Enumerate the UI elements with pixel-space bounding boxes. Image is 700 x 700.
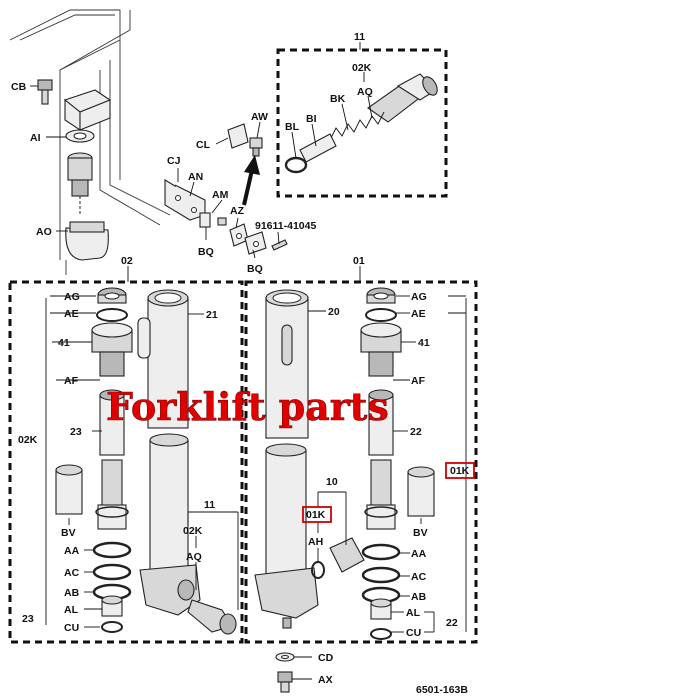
label-left-aq: AQ (186, 551, 202, 563)
chain-anchor (67, 152, 93, 215)
highlight-01k-right (445, 462, 475, 479)
label-bi: BI (306, 113, 317, 125)
label-left-af: AF (64, 375, 79, 387)
label-ao: AO (36, 226, 52, 238)
label-bk: BK (330, 93, 346, 105)
left-exploded-parts (55, 287, 133, 633)
label-an: AN (188, 171, 203, 183)
label-right-al: AL (406, 607, 421, 619)
part-number: 91611-41045 (255, 220, 316, 232)
watermark-text: Forklift parts (106, 384, 389, 429)
part-labels: CB AI AO CJ AN AM AZ BQ BQ CL AW 91611-4… (11, 31, 470, 696)
label-assembly-02: 02 (121, 255, 133, 267)
label-cd: CD (318, 652, 334, 664)
label-left-02k-valve: 02K (183, 525, 203, 537)
label-assembly-11-low: 11 (204, 499, 215, 511)
label-az: AZ (230, 205, 245, 217)
label-bl: BL (285, 121, 300, 133)
label-left-41: 41 (58, 337, 70, 349)
label-right-ab: AB (411, 591, 427, 603)
label-cj: CJ (167, 155, 181, 167)
label-right-ah: AH (308, 536, 323, 548)
label-right-ae: AE (411, 308, 426, 320)
label-aq-top: AQ (357, 86, 373, 98)
label-left-aa: AA (64, 545, 80, 557)
bottom-fasteners (275, 652, 295, 693)
label-ai: AI (30, 132, 41, 144)
mount-bracket (63, 89, 112, 132)
label-assembly-01: 01 (353, 255, 365, 267)
label-cl: CL (196, 139, 211, 151)
highlight-01k-valve (302, 506, 332, 523)
label-left-21: 21 (206, 309, 218, 321)
label-right-bv: BV (413, 527, 428, 539)
label-left-ac: AC (64, 567, 80, 579)
label-cb: CB (11, 81, 27, 93)
kit-11-frame (276, 48, 448, 198)
label-left-cu: CU (64, 622, 79, 634)
label-left-23: 23 (70, 426, 82, 438)
label-left-ab: AB (64, 587, 80, 599)
label-right-20: 20 (328, 306, 340, 318)
parts-cl-aw (227, 123, 263, 157)
label-right-ac: AC (411, 571, 427, 583)
label-bq-1: BQ (198, 246, 214, 258)
leader-lines (30, 42, 467, 680)
label-aw: AW (251, 111, 268, 123)
label-bq-2: BQ (247, 263, 263, 275)
label-right-01k-valve: 01K (306, 509, 326, 521)
label-right-22: 22 (410, 426, 422, 438)
small-parts (199, 212, 288, 255)
label-right-cu: CU (406, 627, 421, 639)
label-right-01k: 01K (450, 465, 470, 477)
label-left-ae: AE (64, 308, 79, 320)
left-cylinder-body (137, 289, 237, 635)
drawing-number: 6501-163B (416, 684, 468, 696)
label-right-22b: 22 (446, 617, 458, 629)
right-exploded-parts (360, 287, 435, 640)
label-right-aa: AA (411, 548, 427, 560)
kit-01-frame (244, 280, 478, 644)
label-left-23b: 23 (22, 613, 34, 625)
label-right-af: AF (411, 375, 426, 387)
label-right-ag: AG (411, 291, 427, 303)
clamp-ao (65, 221, 109, 261)
washer-ai (65, 129, 95, 143)
label-am: AM (212, 189, 229, 201)
label-ax: AX (318, 674, 333, 686)
label-left-bv: BV (61, 527, 76, 539)
kit-02-frame (8, 280, 244, 644)
bracket-cj (164, 179, 206, 221)
label-assembly-11-top: 11 (354, 31, 365, 43)
label-right-41: 41 (418, 337, 430, 349)
direction-arrow (242, 155, 260, 206)
label-left-02k: 02K (18, 434, 38, 446)
kit-11-valve (284, 73, 438, 174)
label-left-ag: AG (64, 291, 80, 303)
label-kit11-02k: 02K (352, 62, 372, 74)
bolt-cb (37, 79, 53, 105)
right-cylinder-body (254, 289, 365, 629)
label-assembly-10: 10 (326, 476, 338, 488)
label-left-al: AL (64, 604, 79, 616)
